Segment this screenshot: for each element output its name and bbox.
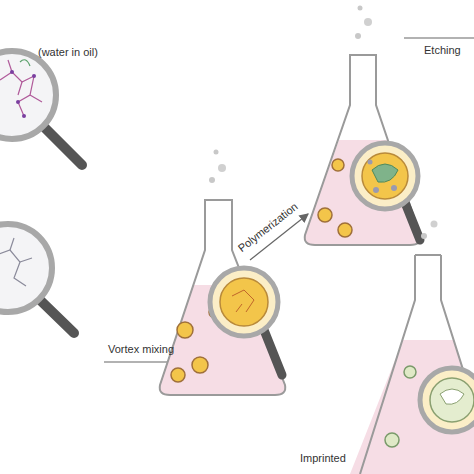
magnifier [0,224,74,333]
step-label: Etching [424,44,461,57]
flask [350,221,474,474]
process-arrow [404,37,474,38]
step-label: Imprinted [300,452,346,465]
flask [160,150,286,396]
step-label: Vortex mixing [108,343,174,356]
process-arrow [104,361,176,362]
step-label: (water in oil) [38,46,98,59]
flask [305,6,421,246]
magnifier [0,51,82,165]
